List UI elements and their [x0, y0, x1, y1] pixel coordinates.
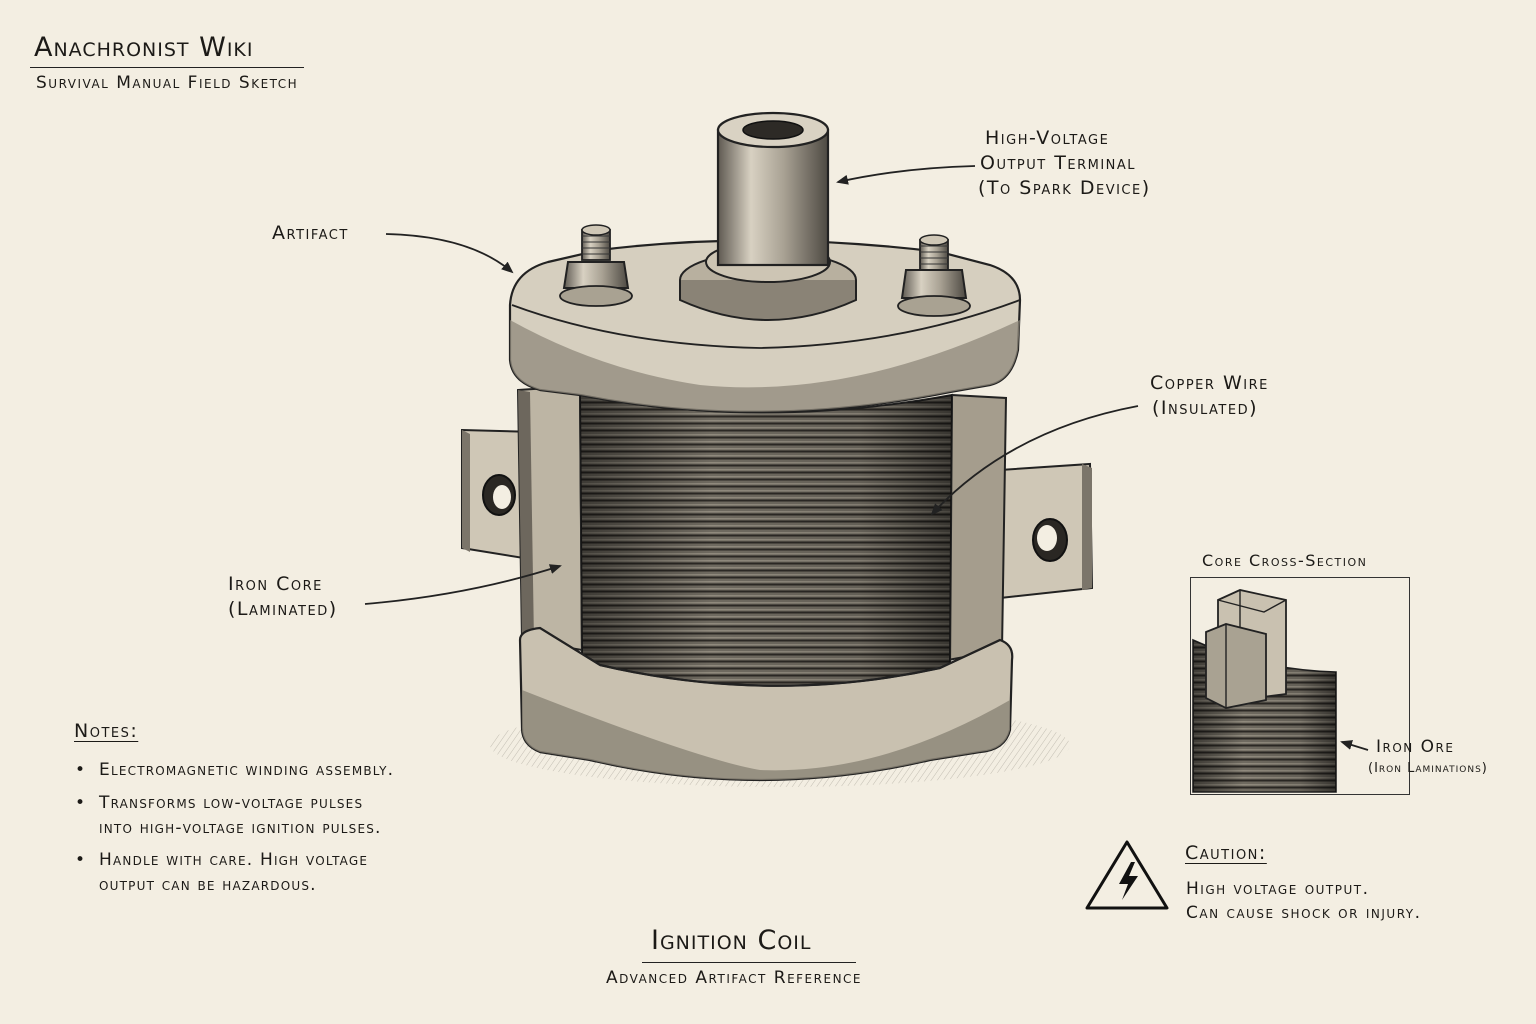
- note-item: •Handle with care. High voltage: [75, 850, 369, 870]
- right-terminal-nut: [897, 234, 971, 317]
- caution-line: Can cause shock or injury.: [1186, 903, 1422, 923]
- high-voltage-tower: [679, 111, 857, 321]
- wiki-title: Anachronist Wiki: [34, 32, 254, 63]
- cross-section-title: Core Cross-Section: [1202, 551, 1368, 570]
- iron-core-arrow: [364, 564, 562, 605]
- copper-wire-arrow: [930, 405, 1139, 516]
- copper-winding: [578, 393, 954, 692]
- diagram-title-underline: [642, 962, 856, 963]
- wiki-subtitle: Survival Manual Field Sketch: [36, 73, 299, 93]
- bottom-frame: [518, 626, 1014, 782]
- caution-heading: Caution:: [1185, 842, 1267, 864]
- diagram-subtitle: Advanced Artifact Reference: [606, 968, 863, 988]
- copper-wire-label-line2: (Insulated): [1152, 397, 1259, 419]
- high-voltage-warning-icon: [1085, 840, 1169, 910]
- note-item: •Electromagnetic winding assembly.: [75, 760, 395, 780]
- hv-terminal-label-line3: (To Spark Device): [978, 177, 1151, 199]
- notes-heading: Notes:: [74, 720, 139, 742]
- terminal-arrow: [836, 165, 976, 185]
- title-underline: [30, 67, 304, 68]
- right-mounting-tab: [999, 462, 1094, 600]
- iron-core-label-line1: Iron Core: [228, 573, 323, 595]
- cross-section-label: Iron Ore: [1376, 737, 1455, 757]
- artifact-arrow: [385, 233, 514, 274]
- iron-core-label-line2: (Laminated): [228, 598, 338, 620]
- cross-section-sublabel: (Iron Laminations): [1368, 761, 1488, 776]
- cross-section-drawing: [1192, 589, 1337, 793]
- diagram-title: Ignition Coil: [651, 925, 812, 956]
- copper-wire-label-line1: Copper Wire: [1150, 372, 1269, 394]
- right-core-upright: [946, 393, 1008, 662]
- iron-ore-arrow: [1340, 740, 1369, 751]
- left-terminal-nut: [559, 224, 633, 307]
- note-item-continuation: output can be hazardous.: [99, 875, 317, 895]
- note-item-continuation: into high-voltage ignition pulses.: [99, 818, 382, 838]
- hv-terminal-label-line1: High-Voltage: [985, 127, 1110, 149]
- left-mounting-tab: [461, 428, 537, 562]
- artifact-label: Artifact: [272, 222, 349, 244]
- cross-section-frame: [1190, 577, 1410, 795]
- caution-line: High voltage output.: [1186, 879, 1370, 899]
- top-frame: [508, 239, 1022, 413]
- hv-terminal-label-line2: Output Terminal: [980, 152, 1137, 174]
- note-item: •Transforms low-voltage pulses: [75, 793, 364, 813]
